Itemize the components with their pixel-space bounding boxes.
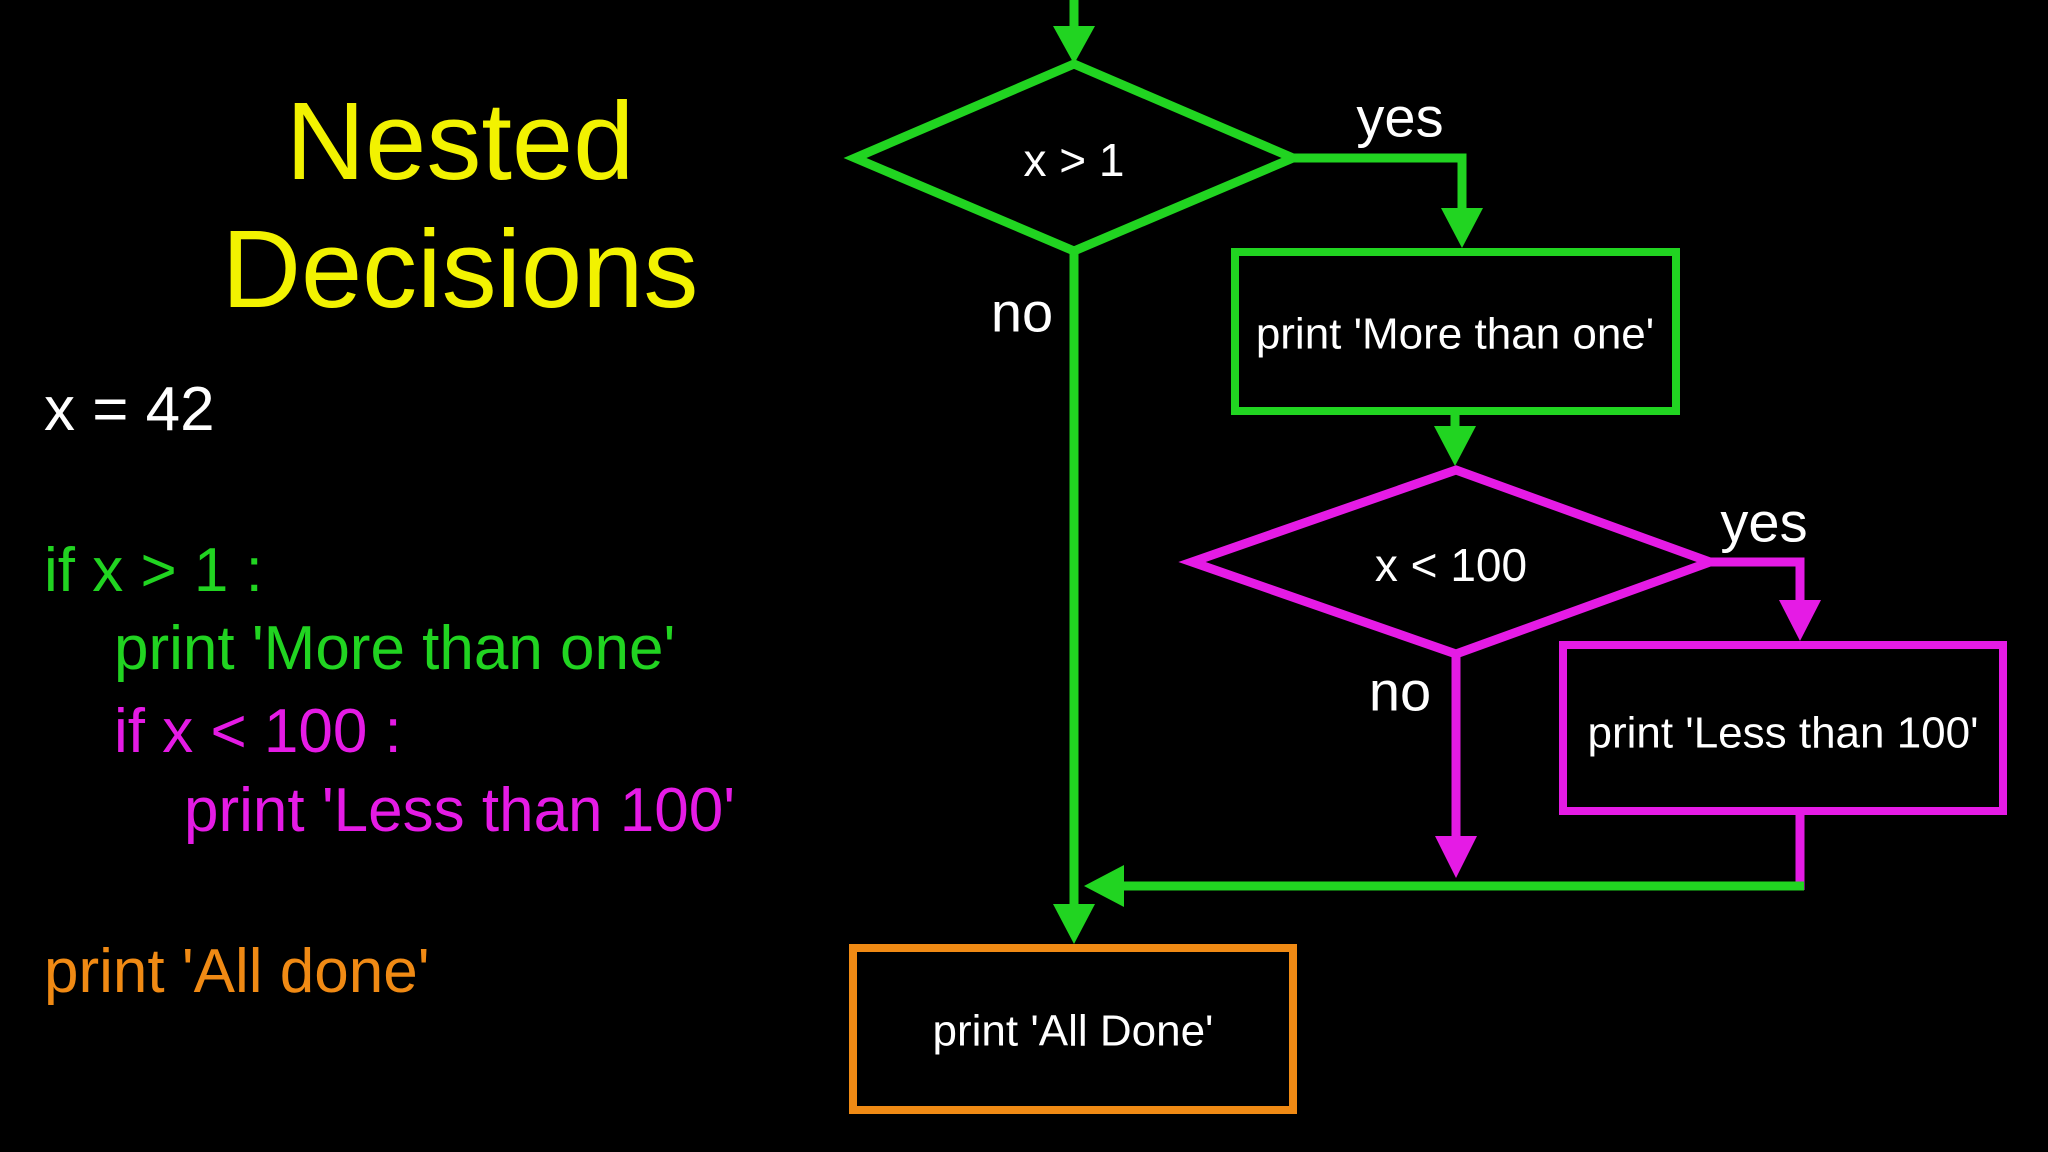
decision2-no-arrowhead-icon <box>1435 836 1477 878</box>
title-line-2: Decisions <box>221 208 699 331</box>
process2-node: print 'Less than 100' <box>1559 641 2007 815</box>
terminal-label: print 'All Done' <box>933 1007 1214 1056</box>
decision1-no-label: no <box>991 281 1053 344</box>
code-line-if-outer: if x > 1 : <box>44 536 263 605</box>
decision2-yes-label: yes <box>1720 491 1807 554</box>
decision1-node: x > 1 <box>843 59 1305 256</box>
code-line-print-less: print 'Less than 100' <box>184 776 736 845</box>
merge-arrowhead-icon <box>1084 865 1124 907</box>
decision2-node: x < 100 <box>1178 465 1724 659</box>
entry-arrowhead-icon <box>1053 26 1095 64</box>
decision2-no-label: no <box>1369 660 1431 723</box>
code-line-print-alldone: print 'All done' <box>44 937 430 1006</box>
code-line-if-inner: if x < 100 : <box>114 697 402 766</box>
decision1-yes-arrowhead-icon <box>1441 208 1483 248</box>
decision2-yes-arrowhead-icon <box>1779 600 1821 641</box>
decision2-yes-path <box>1710 557 1805 604</box>
decision1-no-arrowhead-icon <box>1053 904 1095 944</box>
title-line-1: Nested <box>285 80 635 203</box>
process1-label: print 'More than one' <box>1256 310 1654 359</box>
process1-node: print 'More than one' <box>1231 248 1680 415</box>
code-line-assignment: x = 42 <box>44 375 215 444</box>
decision2-label: x < 100 <box>1375 539 1527 591</box>
process2-label: print 'Less than 100' <box>1587 709 1978 758</box>
terminal-node: print 'All Done' <box>849 944 1297 1114</box>
code-line-print-more: print 'More than one' <box>114 614 676 683</box>
process1-to-decision2-arrowhead-icon <box>1434 426 1476 466</box>
decision1-yes-label: yes <box>1356 86 1443 149</box>
decision1-label: x > 1 <box>1023 134 1124 186</box>
terminal-box <box>849 944 1297 1114</box>
slide-title: Nested Decisions <box>120 78 800 334</box>
flow-entry-arrow <box>1053 0 1095 64</box>
process2-box <box>1559 641 2007 815</box>
decision1-yes-path <box>1293 153 1467 212</box>
